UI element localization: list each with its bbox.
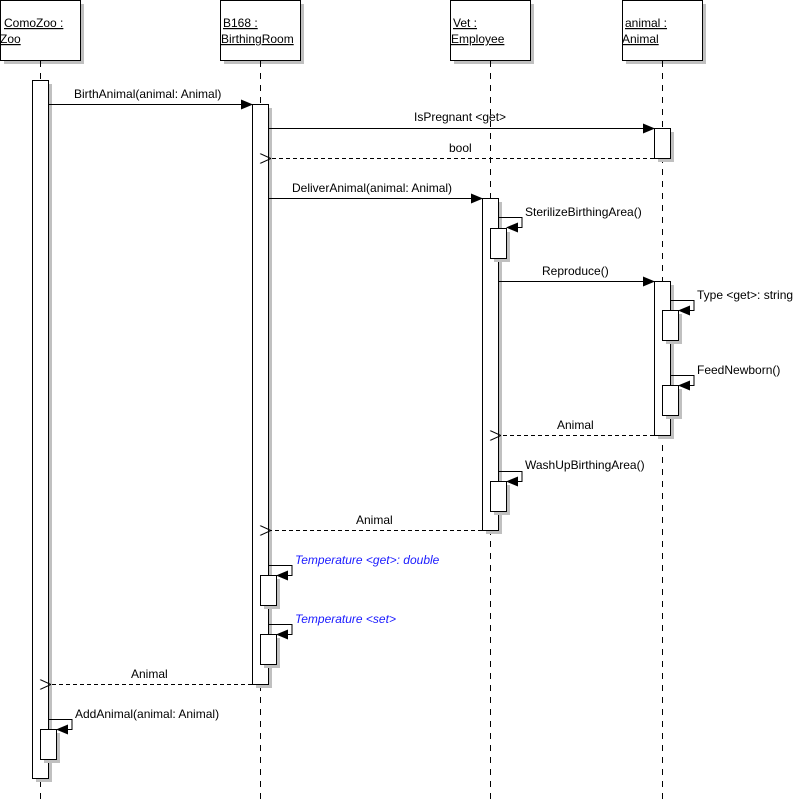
message-return-bool[interactable]: bool (270, 141, 654, 159)
message-reproduce[interactable]: Reproduce() (499, 264, 655, 287)
message-type-get[interactable]: Type <get>: string (671, 288, 793, 316)
message-label: SterilizeBirthingArea() (525, 205, 642, 219)
message-washupbirthingarea[interactable]: WashUpBirthingArea() (499, 458, 645, 487)
message-label: Temperature <set> (295, 612, 396, 626)
lifeline-employee[interactable]: Vet : Employee (450, 0, 535, 65)
lifeline-birthingroom[interactable]: B168 : BirthingRoom (220, 0, 305, 65)
activation-birthingroom-temp-set (260, 634, 280, 668)
message-label: IsPregnant <get> (414, 110, 506, 124)
message-addanimal[interactable]: AddAnimal(animal: Animal) (49, 707, 219, 735)
message-temperature-get[interactable]: Temperature <get>: double (269, 553, 440, 581)
lifeline-employee-name: Vet : (453, 16, 477, 30)
activation-birthingroom (252, 104, 272, 688)
message-birthanimal[interactable]: BirthAnimal(animal: Animal) (49, 87, 253, 110)
activation-employee (482, 198, 502, 534)
activation-zoo-addanimal (40, 729, 60, 763)
message-label: Animal (356, 513, 393, 527)
lifeline-birthingroom-name: B168 : (223, 16, 258, 30)
message-deliveranimal[interactable]: DeliverAnimal(animal: Animal) (269, 181, 483, 204)
lifeline-birthingroom-type: BirthingRoom (221, 32, 294, 46)
message-label: FeedNewborn() (697, 363, 780, 377)
message-sterilizebirthingarea[interactable]: SterilizeBirthingArea() (499, 205, 642, 233)
activation-animal-ispregnant (654, 128, 674, 162)
message-label: Reproduce() (542, 264, 609, 278)
activation-employee-washup (490, 481, 510, 515)
message-feednewborn[interactable]: FeedNewborn() (671, 363, 780, 391)
message-label: AddAnimal(animal: Animal) (75, 707, 219, 721)
message-return-animal-to-zoo[interactable]: Animal (50, 667, 252, 685)
activation-animal-feednewborn (662, 385, 682, 419)
activation-birthingroom-temp-get (260, 575, 280, 609)
lifeline-zoo[interactable]: ComoZoo : Zoo (0, 0, 84, 65)
message-label: Temperature <get>: double (295, 553, 440, 567)
message-label: WashUpBirthingArea() (525, 458, 645, 472)
message-label: Animal (131, 667, 168, 681)
message-return-animal-to-room[interactable]: Animal (270, 513, 482, 531)
lifeline-zoo-name: ComoZoo : (4, 16, 63, 30)
message-label: bool (449, 141, 472, 155)
lifeline-animal-name: animal : (625, 16, 667, 30)
message-label: BirthAnimal(animal: Animal) (74, 87, 221, 101)
lifeline-animal[interactable]: animal : Animal (622, 0, 706, 65)
activation-animal-type (662, 310, 682, 344)
lifeline-employee-type: Employee (451, 32, 505, 46)
message-label: Type <get>: string (697, 288, 793, 302)
lifeline-animal-type: Animal (622, 32, 659, 46)
activation-employee-sterilize (490, 228, 510, 262)
message-temperature-set[interactable]: Temperature <set> (269, 612, 396, 640)
message-label: DeliverAnimal(animal: Animal) (292, 181, 452, 195)
message-ispregnant[interactable]: IsPregnant <get> (269, 110, 655, 134)
message-label: Animal (557, 418, 594, 432)
message-return-animal-to-vet[interactable]: Animal (500, 418, 654, 436)
activation-zoo (32, 80, 52, 782)
lifeline-zoo-type: Zoo (0, 32, 21, 46)
